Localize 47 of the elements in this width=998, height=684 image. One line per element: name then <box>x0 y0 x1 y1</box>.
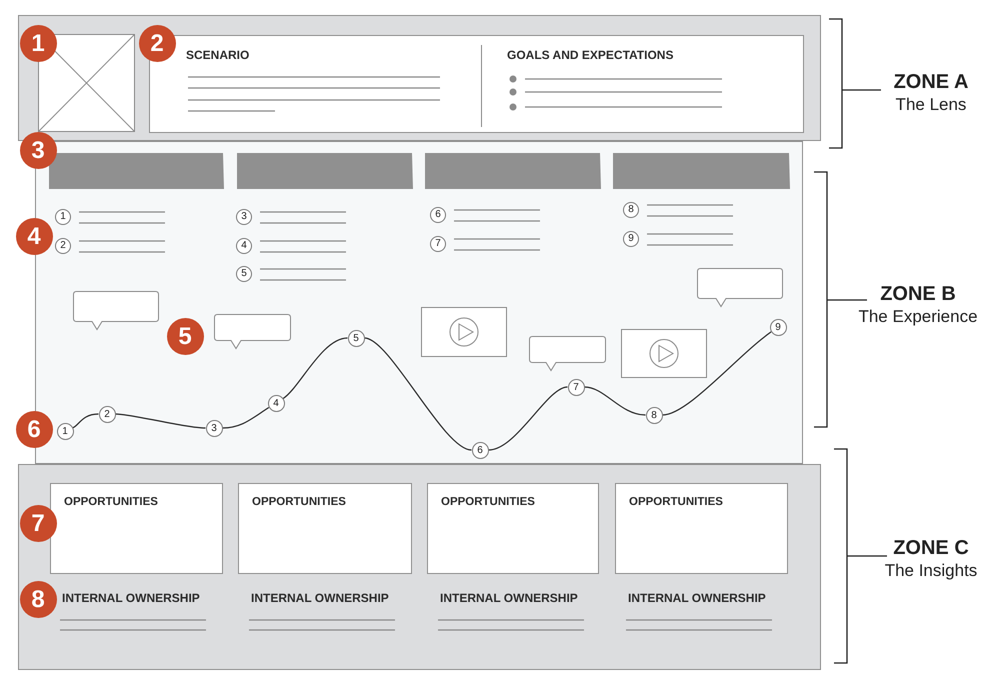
zone-subtitle: The Insights <box>884 561 978 581</box>
zone-panel <box>18 464 821 670</box>
step-number: 2 <box>55 238 71 254</box>
section-heading: INTERNAL OWNERSHIP <box>62 591 200 605</box>
journey-curve <box>72 413 99 428</box>
scenario-panel <box>149 35 804 133</box>
step-number: 9 <box>623 231 639 247</box>
section-heading: INTERNAL OWNERSHIP <box>628 591 766 605</box>
journey-curve <box>662 331 772 416</box>
zone-title: ZONE B <box>880 283 956 305</box>
journey-point: 3 <box>206 420 222 436</box>
step-number: 4 <box>236 238 252 254</box>
journey-point: 9 <box>770 318 786 336</box>
journey-curve <box>115 413 206 429</box>
opportunity-card: OPPORTUNITIES <box>50 483 223 574</box>
opportunity-card: OPPORTUNITIES <box>238 483 412 574</box>
zone-subtitle: The Lens <box>896 95 966 115</box>
zone-subtitle: The Experience <box>858 307 978 327</box>
journey-point: 2 <box>98 406 116 422</box>
zone-title: ZONE A <box>894 71 968 93</box>
journey-point: 1 <box>56 422 74 440</box>
callout-number: 6 <box>16 410 52 448</box>
section-heading: INTERNAL OWNERSHIP <box>440 591 578 605</box>
step-number: 6 <box>430 207 446 223</box>
opportunity-card: OPPORTUNITIES <box>427 483 599 574</box>
zone-title: ZONE C <box>893 537 969 559</box>
journey-point: 5 <box>348 330 364 346</box>
journey-curve <box>584 386 646 416</box>
opportunity-card: OPPORTUNITIES <box>615 483 788 574</box>
journey-point: 8 <box>646 406 662 424</box>
step-number: 5 <box>236 266 252 282</box>
journey-curve <box>488 386 568 451</box>
journey-point: 4 <box>268 394 284 412</box>
zone-panel <box>18 15 821 141</box>
section-heading: INTERNAL OWNERSHIP <box>251 591 389 605</box>
journey-point: 7 <box>568 378 584 396</box>
step-number: 3 <box>236 209 252 225</box>
step-number: 8 <box>623 202 639 218</box>
step-number: 1 <box>55 209 71 225</box>
journey-curve <box>282 337 348 399</box>
journey-curve <box>364 337 472 451</box>
journey-point: 6 <box>472 442 488 458</box>
callout-number: 4 <box>16 218 52 254</box>
section-heading: SCENARIO <box>186 48 250 62</box>
step-number: 7 <box>430 236 446 252</box>
section-heading: GOALS AND EXPECTATIONS <box>507 48 674 62</box>
journey-curve <box>222 407 270 429</box>
